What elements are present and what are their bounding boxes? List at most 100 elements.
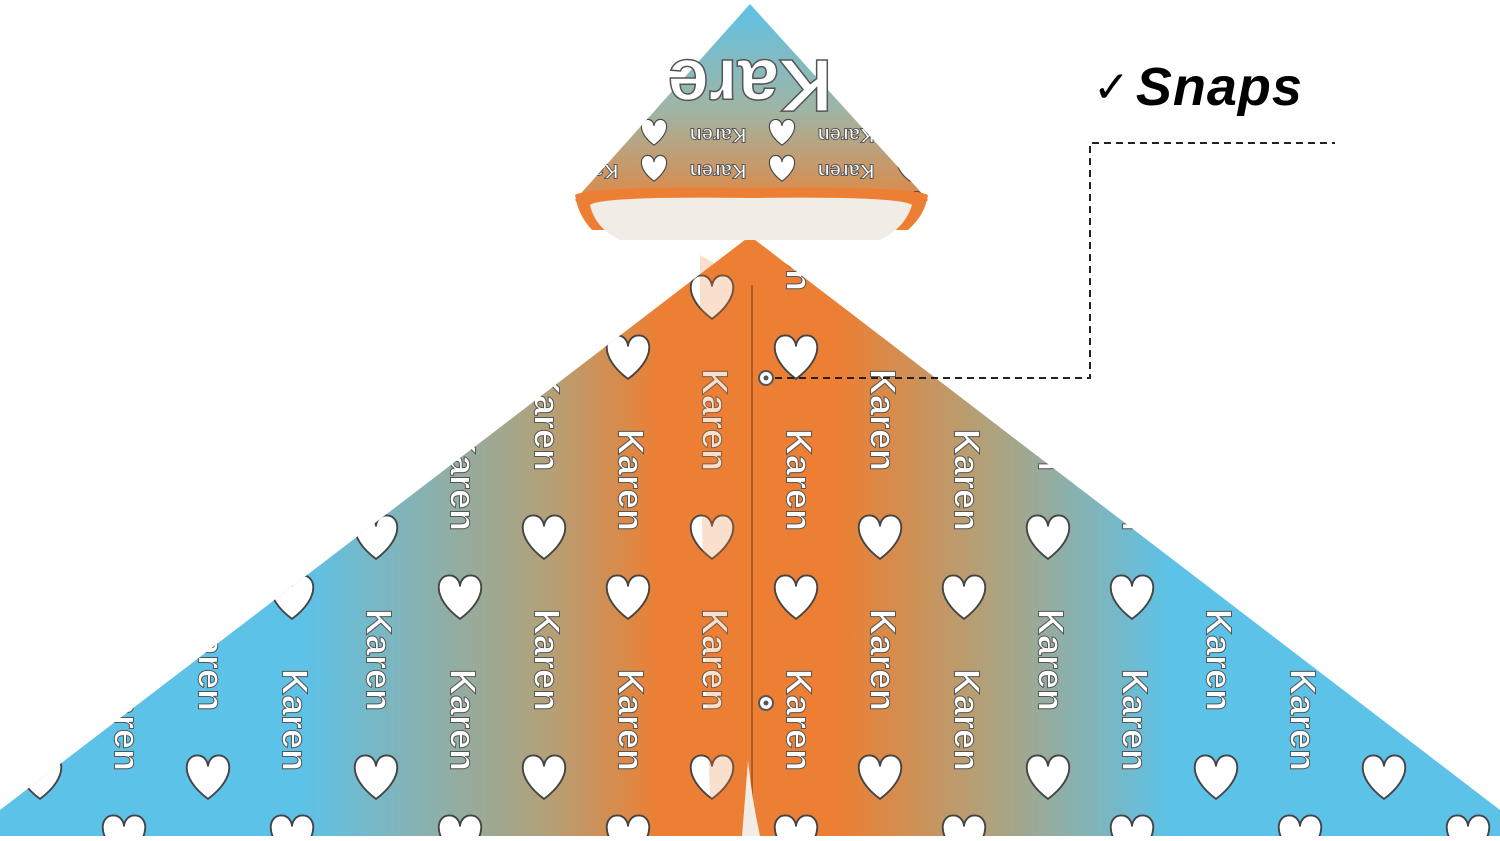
heart-icon (17, 274, 63, 321)
heart-icon (857, 514, 903, 561)
heart-icon (1361, 274, 1407, 321)
pattern-name-text: Karen (610, 429, 651, 531)
pattern-name-text: Karen (946, 669, 987, 771)
pattern-name-text: Karen (778, 429, 819, 531)
heart-icon (1109, 334, 1155, 381)
pattern-name-text: Karen (1198, 129, 1239, 231)
pattern-name-text: Karen (1198, 369, 1239, 471)
heart-icon (857, 754, 903, 801)
front-flap-left (700, 255, 752, 836)
pattern-name-text: Karen (1198, 609, 1239, 711)
pattern-name-text: Karen (1114, 669, 1155, 771)
pattern-name-text: Karen (862, 609, 903, 711)
heart-icon (185, 274, 231, 321)
heart-icon (768, 155, 796, 182)
heart-icon (768, 119, 796, 146)
heart-icon (1025, 514, 1071, 561)
pattern-name-text: Karen (442, 669, 483, 771)
pattern-name-text: Karen (274, 189, 315, 291)
heart-icon (185, 514, 231, 561)
hood-large-text: Kare (668, 44, 833, 127)
heart-icon (857, 274, 903, 321)
pattern-name-text: Karen (1114, 189, 1155, 291)
pattern-name-text: Karen (1450, 429, 1491, 531)
snaps-label: Snaps (1135, 57, 1303, 117)
pattern-name-text: Karen (1030, 369, 1071, 471)
pattern-name-text: Karen (778, 669, 819, 771)
heart-icon (941, 574, 987, 621)
heart-icon (896, 119, 924, 146)
pattern-name-text: Karen (1366, 609, 1407, 711)
pattern-name-text: Karen (818, 124, 875, 146)
pattern-name-text: Karen (358, 369, 399, 471)
callout-leader-line (775, 142, 1335, 379)
heart-icon (521, 514, 567, 561)
pattern-name-text: Karen (562, 160, 619, 182)
heart-icon (1361, 754, 1407, 801)
pattern-name-text: Karen (1114, 429, 1155, 531)
heart-icon (1109, 814, 1155, 836)
heart-icon (269, 334, 315, 381)
pattern-name-text: Karen (442, 189, 483, 291)
pattern-name-text: Karen (190, 369, 231, 471)
heart-icon (437, 334, 483, 381)
heart-icon (689, 274, 735, 321)
pattern-name-text: Karen (694, 369, 735, 471)
pattern-name-text: Karen (1030, 609, 1071, 711)
heart-icon (1193, 514, 1239, 561)
pattern-name-text: Karen (946, 429, 987, 531)
heart-icon (1445, 334, 1491, 381)
pattern-name-text: Karen (1450, 669, 1491, 771)
heart-icon (773, 574, 819, 621)
heart-icon (1025, 754, 1071, 801)
heart-icon (437, 574, 483, 621)
pattern-name-text: Karen (862, 369, 903, 471)
pattern-name-text: Karen (946, 189, 987, 291)
pattern-name-text: Karen (190, 129, 231, 231)
heart-icon (1109, 574, 1155, 621)
heart-icon (1277, 814, 1323, 836)
heart-icon (437, 814, 483, 836)
cloak-body (0, 236, 1500, 836)
heart-icon (1277, 334, 1323, 381)
heart-icon (521, 754, 567, 801)
pattern-name-text: Karen (526, 369, 567, 471)
heart-icon (1193, 274, 1239, 321)
heart-icon (773, 814, 819, 836)
check-mark-icon: ✓ (1093, 61, 1130, 113)
heart-icon (101, 334, 147, 381)
heart-icon (689, 514, 735, 561)
heart-icon (185, 754, 231, 801)
heart-icon (605, 574, 651, 621)
heart-icon (521, 274, 567, 321)
heart-icon (353, 754, 399, 801)
fleece-lining (590, 197, 912, 240)
pattern-name-text: Karen (1282, 189, 1323, 291)
lining-gap (742, 760, 760, 836)
pattern-name-text: Karen (690, 160, 747, 182)
heart-icon (101, 814, 147, 836)
pattern-name-text: Karen (22, 129, 63, 231)
heart-icon (1445, 574, 1491, 621)
pattern-name-text: Karen (610, 669, 651, 771)
pattern-name-text: Karen (190, 609, 231, 711)
heart-icon (941, 334, 987, 381)
pattern-name-text: Karen (1450, 189, 1491, 291)
heart-icon (269, 814, 315, 836)
pattern-name-text: Karen (818, 160, 875, 182)
pattern-name-text: Karen (1282, 669, 1323, 771)
pattern-name-text: Karen (526, 609, 567, 711)
heart-icon (941, 814, 987, 836)
heart-icon (1025, 274, 1071, 321)
pattern-name-text: Karen (274, 429, 315, 531)
pattern-name-text: Karen (442, 429, 483, 531)
pattern-name-text: Karen (1282, 429, 1323, 531)
pattern-name-text: Karen (22, 609, 63, 711)
pattern-name-text: Karen (526, 129, 567, 231)
heart-icon (689, 754, 735, 801)
heart-icon (101, 574, 147, 621)
heart-icon (605, 814, 651, 836)
pattern-name-text: Karen (358, 129, 399, 231)
